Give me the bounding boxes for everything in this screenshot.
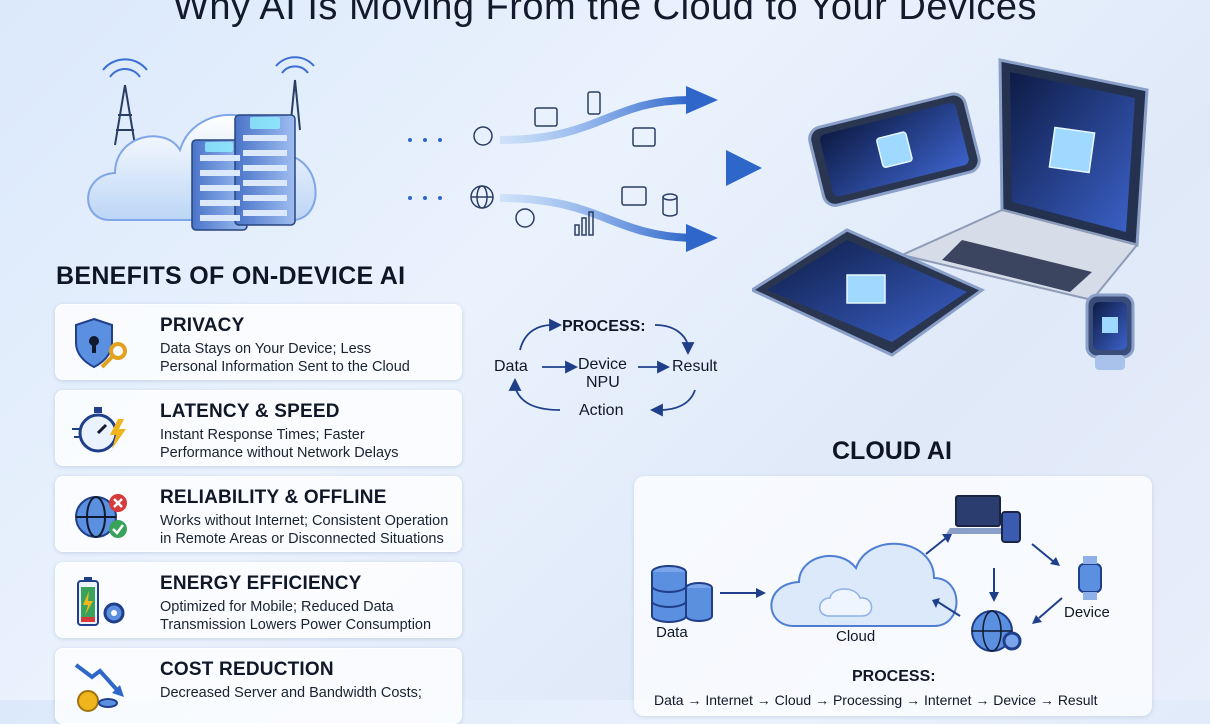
benefit-title: RELIABILITY & OFFLINE: [160, 487, 387, 508]
devices-illustration: [752, 58, 1149, 370]
benefit-description: Works without Internet; Consistent Opera…: [160, 512, 448, 548]
benefit-line: Optimized for Mobile; Reduced Data: [160, 599, 394, 615]
device-process-result: Result: [672, 358, 718, 375]
chip-icon: [1048, 126, 1096, 174]
cloud-process-heading: PROCESS:: [852, 668, 936, 685]
benefit-card-cost: COST REDUCTION Decreased Server and Band…: [55, 648, 462, 724]
cloud-cloud-label: Cloud: [836, 628, 876, 645]
data-flow-arrows: [350, 86, 762, 252]
benefit-title: PRIVACY: [160, 315, 245, 336]
cloud-ai-panel: Data Cloud Device PROCESS: Data → Intern…: [634, 476, 1152, 716]
cloud-process-line: Data → Internet → Cloud → Processing → I…: [654, 692, 1098, 708]
cycle-arrow: [519, 324, 553, 351]
benefit-line: in Remote Areas or Disconnected Situatio…: [160, 531, 444, 547]
cloud-device-label: Device: [1064, 604, 1110, 621]
cloud-ai-diagram: [651, 495, 1102, 652]
arrow-head-icon: [686, 86, 718, 114]
device-process-npu: NPU: [586, 374, 620, 391]
chip-icon: [876, 131, 913, 168]
bar-chart-icon: [581, 217, 587, 236]
stopwatch-lightning-icon: [72, 407, 126, 453]
benefit-title: ENERGY EFFICIENCY: [160, 573, 362, 594]
tablet-icon: [752, 228, 985, 357]
smartwatch-icon: [1085, 293, 1135, 370]
smartwatch-icon: [1078, 556, 1102, 600]
benefit-line: Personal Information Sent to the Cloud: [160, 359, 410, 375]
device-process-cycle: [508, 318, 696, 417]
phone-lock-icon: [587, 91, 601, 115]
battery-gear-icon: [77, 577, 125, 626]
benefit-card-privacy: PRIVACY Data Stays on Your Device; Less …: [55, 304, 462, 380]
benefit-card-energy: ENERGY EFFICIENCY Optimized for Mobile; …: [55, 562, 462, 638]
database-icon: [662, 193, 678, 201]
phone-icon: [808, 92, 981, 207]
device-process-device: Device: [578, 356, 627, 373]
benefit-description: Instant Response Times; Faster Performan…: [160, 426, 399, 462]
benefit-card-latency: LATENCY & SPEED Instant Response Times; …: [55, 390, 462, 466]
benefit-line: Decreased Server and Bandwidth Costs;: [160, 685, 422, 701]
benefit-description: Decreased Server and Bandwidth Costs;: [160, 684, 422, 702]
video-icon: [621, 186, 647, 206]
chip-icon: [846, 274, 886, 304]
benefit-line: Works without Internet; Consistent Opera…: [160, 513, 449, 529]
device-process-data: Data: [494, 358, 528, 375]
coins-down-icon: [74, 663, 124, 712]
device-process-heading: PROCESS:: [562, 318, 646, 335]
pie-chart-icon: [515, 208, 535, 228]
benefit-description: Data Stays on Your Device; Less Personal…: [160, 340, 410, 376]
device-process-action: Action: [579, 402, 624, 419]
antenna-icon: [102, 58, 148, 146]
globe-gear-icon: [971, 610, 1022, 652]
cloud-ai-heading: CLOUD AI: [832, 437, 952, 465]
benefit-card-reliability: RELIABILITY & OFFLINE Works without Inte…: [55, 476, 462, 552]
benefit-line: Performance without Network Delays: [160, 445, 399, 461]
page-title: Why AI Is Moving From the Cloud to Your …: [172, 0, 1038, 28]
brain-icon: [473, 126, 493, 146]
cloud-icon: [770, 542, 958, 627]
globe-offline-icon: [75, 494, 127, 538]
database-icon: [651, 565, 713, 623]
laptop-phone-icon: [946, 495, 1021, 543]
shield-key-icon: [75, 317, 127, 369]
benefit-description: Optimized for Mobile; Reduced Data Trans…: [160, 598, 431, 634]
server-rack-icon: [191, 114, 296, 231]
benefit-title: LATENCY & SPEED: [160, 401, 340, 422]
browser-icon: [534, 107, 558, 127]
benefit-line: Instant Response Times; Faster: [160, 427, 365, 443]
cloud-server-illustration: [87, 56, 317, 231]
code-icon: [632, 127, 656, 147]
benefit-title: COST REDUCTION: [160, 659, 334, 680]
benefit-line: Transmission Lowers Power Consumption: [160, 617, 432, 633]
benefits-heading: BENEFITS OF ON-DEVICE AI: [56, 262, 406, 290]
benefit-line: Data Stays on Your Device; Less: [160, 341, 372, 357]
cloud-data-label: Data: [656, 624, 688, 641]
